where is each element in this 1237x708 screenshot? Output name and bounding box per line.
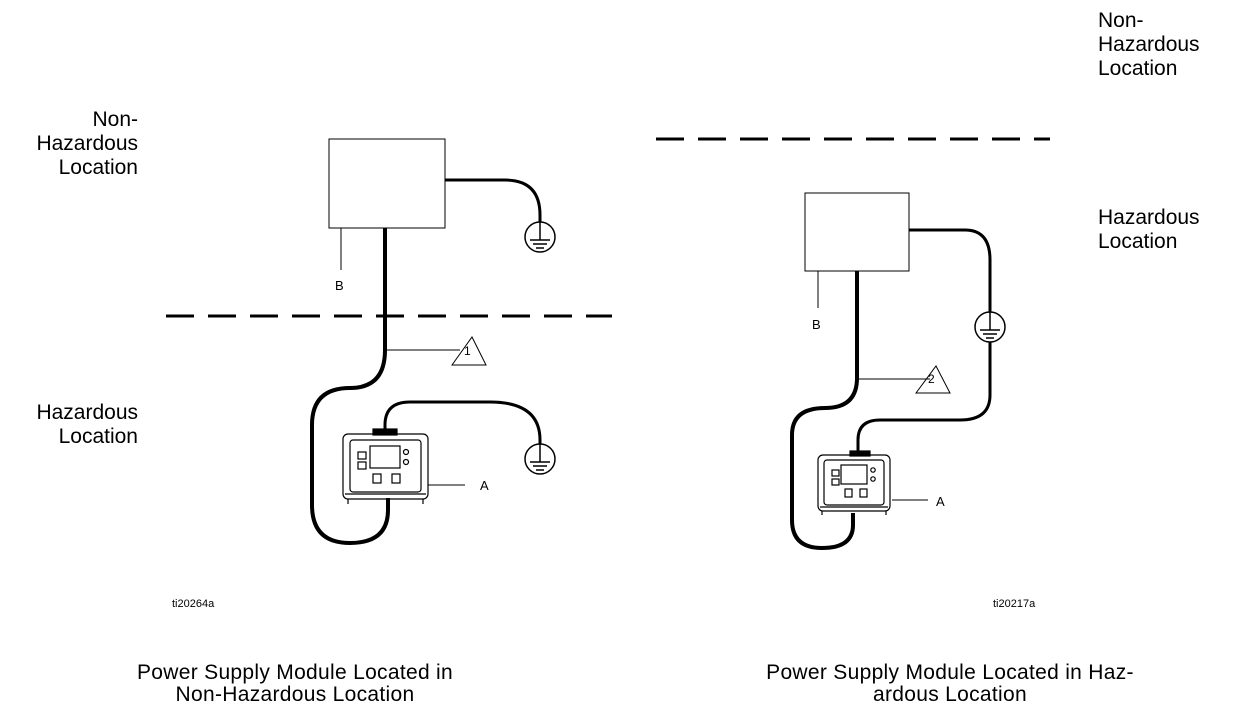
right-power-supply-box — [804, 192, 910, 272]
left-ground-icon-2 — [524, 443, 556, 475]
right-module-icon — [817, 450, 891, 515]
right-box-ground-cable — [909, 228, 992, 312]
right-power-cable — [790, 271, 859, 551]
right-label-a: A — [936, 494, 945, 509]
right-ground-icon — [974, 311, 1006, 343]
left-label-b: B — [335, 278, 344, 293]
left-hazardous-label: Hazardous Location — [36, 401, 138, 448]
left-ground-icon-1 — [524, 221, 556, 253]
right-diagram — [656, 137, 1050, 551]
left-box-ground-cable — [445, 178, 542, 222]
left-caption: Power Supply Module Located in Non-Hazar… — [136, 661, 454, 706]
left-module-ground-cable — [383, 400, 542, 444]
left-callout-triangle — [451, 336, 487, 366]
left-callout-number: 1 — [464, 344, 471, 358]
right-hazardous-label: Hazardous Location — [1098, 206, 1200, 253]
right-nonhazardous-label: Non- Hazardous Location — [1098, 9, 1200, 80]
left-label-a: A — [480, 478, 489, 493]
left-power-supply-box — [328, 138, 446, 229]
right-caption: Power Supply Module Located in Haz- ardo… — [766, 661, 1134, 706]
right-callout-triangle — [915, 365, 951, 394]
left-nonhazardous-label: Non- Hazardous Location — [36, 108, 138, 179]
left-diagram — [166, 138, 612, 546]
right-label-b: B — [812, 317, 821, 332]
right-figure-id: ti20217a — [993, 598, 1036, 610]
left-power-cable — [310, 228, 390, 546]
left-module-icon — [342, 428, 429, 504]
right-module-ground-cable — [856, 342, 992, 452]
right-callout-number: 2 — [928, 372, 935, 386]
left-figure-id: ti20264a — [172, 598, 215, 610]
